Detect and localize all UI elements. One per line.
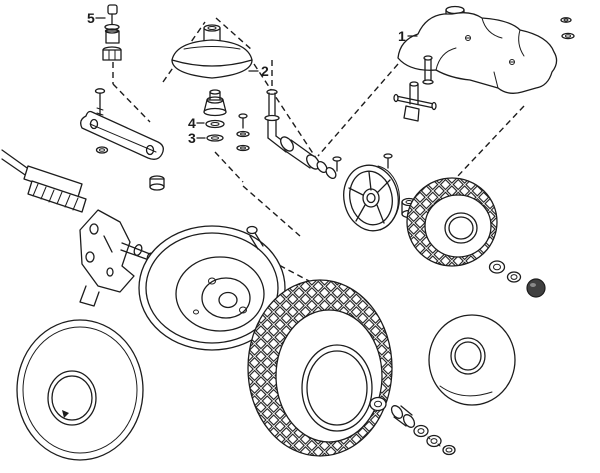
callout-4-label: 4 [188,115,196,131]
chassis-shaft [1,149,87,213]
hatch-marks [32,183,79,211]
callout-2: 2 [248,63,269,79]
callout-labels: 1 2 3 4 5 [87,10,418,146]
spindle-hub [79,209,154,307]
callout-2-label: 2 [261,63,269,79]
tire-center-treaded [247,279,393,457]
callout-3: 3 [188,130,206,146]
tire-left-smooth [16,319,144,461]
callout-1-label: 1 [398,28,406,44]
tire-right-smooth [428,314,516,406]
callout-3-label: 3 [188,130,196,146]
valve-stem-assembly [102,4,122,61]
mold-mark [62,410,69,418]
idler-wheel [332,153,417,232]
callout-1: 1 [398,28,418,44]
hub-hardware-right [488,260,546,298]
axle-hardware-bottom [369,396,456,456]
callout-4: 4 [188,115,205,131]
axle-elbow [264,89,337,179]
fastener-stack [203,89,227,142]
mid-fastener-stack [236,113,250,152]
callout-5: 5 [87,10,106,26]
hub-cap-dome [171,24,253,79]
tire-right-treaded [406,177,498,267]
support-bracket [80,110,165,191]
gearbox-housing [393,5,575,122]
wheel-rim-center [138,225,286,351]
callout-5-label: 5 [87,10,95,26]
dust-cap [526,278,546,298]
